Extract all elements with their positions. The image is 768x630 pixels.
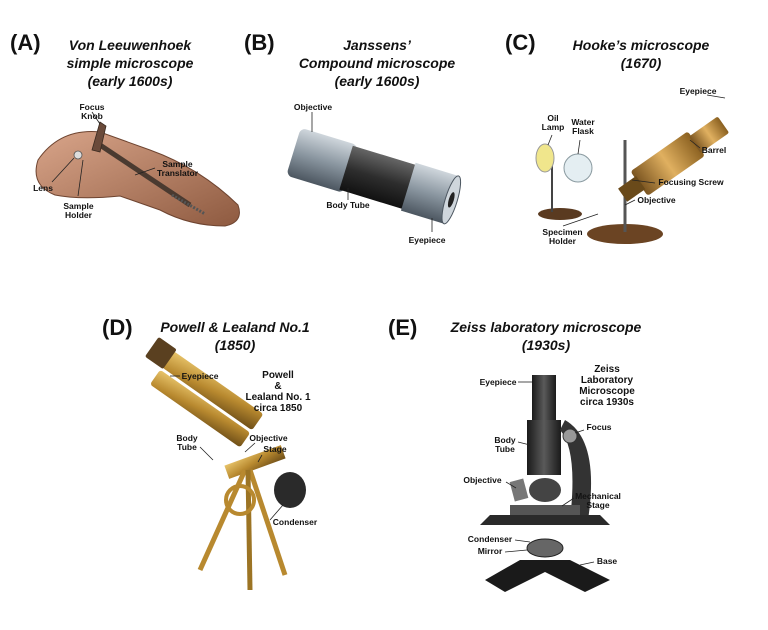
title-line: Compound microscope xyxy=(298,55,456,71)
title-line: (early 1600s) xyxy=(334,73,420,89)
label-sample-holder: Sample Holder xyxy=(63,201,94,220)
label-objective-e: Objective xyxy=(463,475,502,485)
label-objective-b: Objective xyxy=(293,102,333,112)
panel-letter-b: (B) xyxy=(244,30,275,55)
label-body-tube-b: Body Tube xyxy=(326,200,370,210)
label-mechanical-stage: Mechanical Stage xyxy=(575,491,621,510)
label-eyepiece-b: Eyepiece xyxy=(408,235,446,245)
label-condenser-d: Condenser xyxy=(272,517,318,527)
title-line: Zeiss laboratory microscope xyxy=(450,319,642,335)
panel-title-a: Von Leeuwenhoek simple microscope (early… xyxy=(40,36,220,90)
panel-letter-c: (C) xyxy=(505,30,536,55)
panel-letter-e: (E) xyxy=(388,315,418,340)
title-line: Janssens’ xyxy=(343,37,411,53)
label-focusing-screw: Focusing Screw xyxy=(658,177,724,187)
panel-title-d: Powell & Lealand No.1 (1850) xyxy=(140,318,330,354)
title-line: Von Leeuwenhoek xyxy=(68,37,192,53)
panel-title-e: Zeiss laboratory microscope (1930s) xyxy=(426,318,666,354)
label-eyepiece-c: Eyepiece xyxy=(679,86,717,96)
label-specimen-holder: Specimen Holder xyxy=(542,227,583,246)
label-focus-knob: Focus Knob xyxy=(79,102,105,121)
caption-zeiss: Zeiss Laboratory Microscope circa 1930s xyxy=(579,364,635,408)
title-line: Powell & Lealand No.1 xyxy=(160,319,310,335)
title-line: Hooke’s microscope xyxy=(572,37,710,53)
label-sample-translator: Sample Translator xyxy=(156,159,199,178)
label-condenser-e: Condenser xyxy=(467,534,513,544)
panel-letter-a: (A) xyxy=(10,30,41,55)
label-base-e: Base xyxy=(596,556,618,566)
label-objective-c: Objective xyxy=(637,195,676,205)
label-objective-d: Objective xyxy=(249,433,288,443)
label-oil-lamp: Oil Lamp xyxy=(541,113,565,132)
panel-title-b: Janssens’ Compound microscope (early 160… xyxy=(282,36,472,90)
title-line: (1930s) xyxy=(521,337,571,353)
label-focus-e: Focus xyxy=(586,422,612,432)
panel-letter-d: (D) xyxy=(102,315,133,340)
label-body-tube-d: Body Tube xyxy=(176,433,198,452)
label-eyepiece-d: Eyepiece xyxy=(181,371,219,381)
caption-powell-lealand: Powell & Lealand No. 1 circa 1850 xyxy=(245,370,311,414)
label-body-tube-e: Body Tube xyxy=(494,435,516,454)
label-mirror-e: Mirror xyxy=(477,546,503,556)
label-stage-d: Stage xyxy=(263,444,287,454)
title-line: (1670) xyxy=(620,55,662,71)
label-eyepiece-e: Eyepiece xyxy=(479,377,517,387)
title-line: simple microscope xyxy=(66,55,194,71)
label-barrel: Barrel xyxy=(701,145,727,155)
panel-title-c: Hooke’s microscope (1670) xyxy=(556,36,726,72)
title-line: (early 1600s) xyxy=(87,73,173,89)
title-line: (1850) xyxy=(214,337,256,353)
label-lens: Lens xyxy=(33,183,53,193)
label-water-flask: Water Flask xyxy=(571,117,595,136)
